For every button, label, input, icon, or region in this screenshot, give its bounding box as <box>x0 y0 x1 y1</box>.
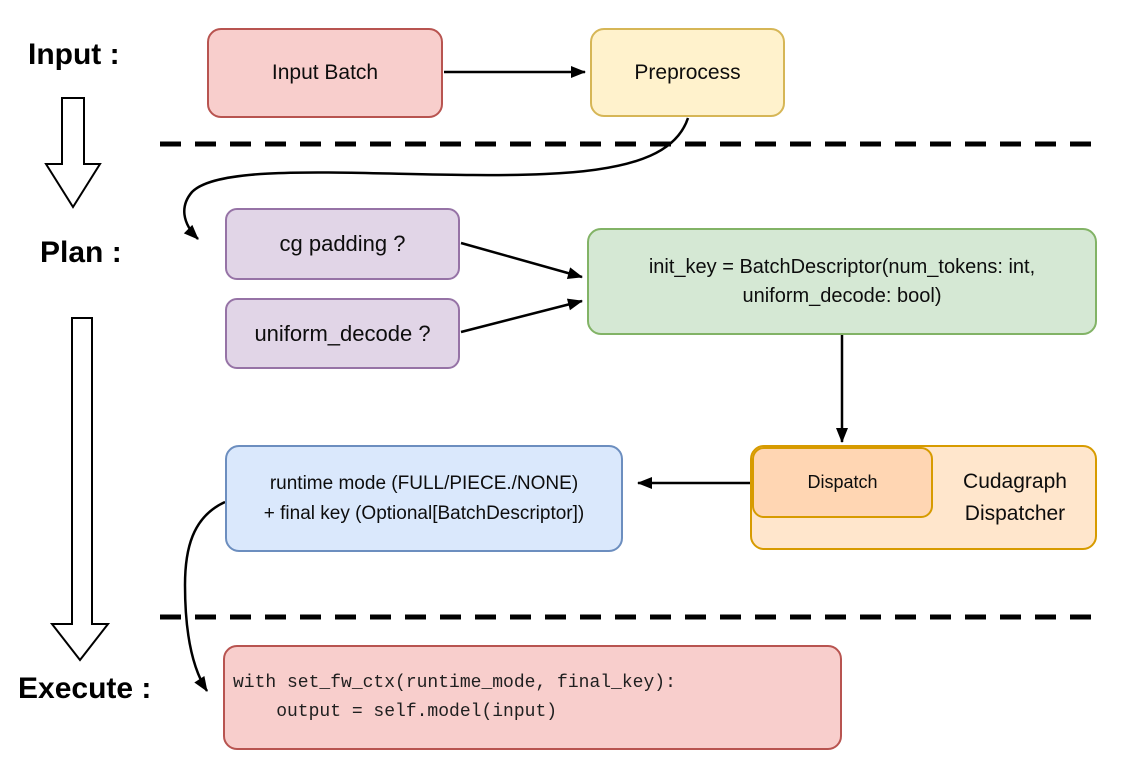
cudagraph-dispatcher-line1: Cudagraph <box>963 470 1067 493</box>
execute-stage-label: Execute : <box>18 672 152 705</box>
cg-padding-node: cg padding ? <box>225 208 460 280</box>
preprocess-node: Preprocess <box>590 28 785 117</box>
uniform-decode-node: uniform_decode ? <box>225 298 460 369</box>
cudagraph-dispatcher-label: Cudagraph Dispatcher <box>935 462 1095 534</box>
input-batch-node: Input Batch <box>207 28 443 118</box>
execute-code-line1: with set_fw_ctx(runtime_mode, final_key)… <box>233 672 676 693</box>
arrow-preprocess-to-cgpadding <box>183 117 690 240</box>
arrow-uniformdecode-to-initkey <box>460 298 583 334</box>
uniform-decode-label: uniform_decode ? <box>254 320 431 346</box>
input-stage-label: Input : <box>28 38 120 71</box>
input-batch-label: Input Batch <box>271 61 379 84</box>
plan-stage-arrow <box>49 317 111 662</box>
dispatch-label: Dispatch <box>807 472 878 492</box>
runtime-mode-node: runtime mode (FULL/PIECE./NONE) + final … <box>225 445 623 552</box>
arrow-cgpadding-to-initkey <box>460 241 583 279</box>
plan-stage-label: Plan : <box>40 236 122 269</box>
preprocess-label: Preprocess <box>634 60 741 84</box>
init-key-line2: uniform_decode: bool) <box>742 284 942 307</box>
dispatch-node: Dispatch <box>752 447 933 518</box>
execute-code-line2: output = self.model(input) <box>233 701 558 722</box>
arrow-runtimemode-to-execute <box>183 500 226 692</box>
cg-padding-label: cg padding ? <box>279 231 406 256</box>
runtime-mode-line2: + final key (Optional[BatchDescriptor]) <box>263 502 585 524</box>
execute-code-node: with set_fw_ctx(runtime_mode, final_key)… <box>223 645 842 750</box>
input-stage-arrow <box>44 97 102 209</box>
runtime-mode-line1: runtime mode (FULL/PIECE./NONE) <box>269 472 579 494</box>
init-key-line1: init_key = BatchDescriptor(num_tokens: i… <box>648 255 1036 278</box>
init-key-node: init_key = BatchDescriptor(num_tokens: i… <box>587 228 1097 335</box>
cudagraph-dispatcher-line2: Dispatcher <box>964 502 1066 525</box>
